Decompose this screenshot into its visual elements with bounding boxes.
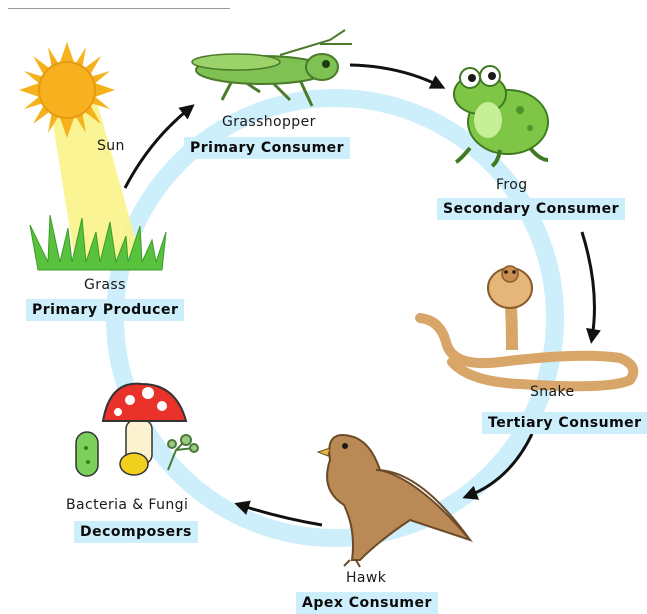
decomposers-badge: Decomposers bbox=[74, 521, 198, 543]
secondary-consumer-badge: Secondary Consumer bbox=[437, 198, 625, 220]
snake-label: Snake bbox=[530, 384, 575, 400]
arrow-frog-to-snake bbox=[582, 232, 594, 338]
tertiary-consumer-badge: Tertiary Consumer bbox=[482, 412, 647, 434]
grass-label: Grass bbox=[84, 277, 126, 293]
frog-icon bbox=[454, 66, 548, 166]
hawk-label: Hawk bbox=[346, 570, 386, 586]
decomposers-name-label: Bacteria & Fungi bbox=[66, 497, 188, 513]
sun-label: Sun bbox=[97, 138, 125, 154]
bacteria-icon bbox=[76, 432, 98, 476]
primary-producer-badge: Primary Producer bbox=[26, 299, 184, 321]
sun-icon bbox=[19, 42, 115, 138]
grasshopper-label: Grasshopper bbox=[222, 114, 316, 130]
arrow-grasshopper-to-frog bbox=[350, 65, 440, 86]
frog-label: Frog bbox=[496, 177, 528, 193]
snake-icon bbox=[420, 266, 633, 386]
apex-consumer-badge: Apex Consumer bbox=[296, 592, 438, 614]
primary-consumer-badge: Primary Consumer bbox=[184, 137, 350, 159]
